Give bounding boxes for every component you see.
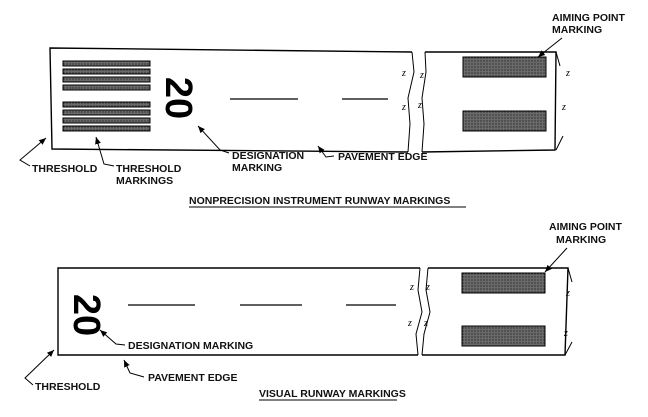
visual-runway: z z z z z z 20 AIMING POINT MARKING DESI… bbox=[24, 221, 623, 401]
nonprecision-pavement-edge-label: PAVEMENT EDGE bbox=[338, 151, 427, 163]
threshold-stripe bbox=[62, 125, 151, 132]
nonprecision-pavement-edge-leader bbox=[317, 145, 335, 158]
threshold-markings-leader bbox=[95, 136, 115, 167]
threshold-markings-label-2: MARKINGS bbox=[116, 175, 173, 187]
threshold-markings-label-1: THRESHOLD bbox=[116, 163, 182, 175]
nonprecision-designation-marking: 20 bbox=[157, 77, 199, 119]
break-symbol-9: z bbox=[407, 318, 412, 329]
nonprecision-designation-label-2: MARKING bbox=[232, 162, 282, 174]
visual-title: VISUAL RUNWAY MARKINGS bbox=[259, 388, 406, 400]
threshold-stripe bbox=[62, 76, 151, 83]
break-symbol-3: z bbox=[401, 102, 406, 113]
nonprecision-title: NONPRECISION INSTRUMENT RUNWAY MARKINGS bbox=[189, 195, 450, 207]
visual-threshold-label: THRESHOLD bbox=[35, 381, 101, 393]
visual-designation-marking: 20 bbox=[65, 294, 107, 336]
break-symbol-1: z bbox=[401, 68, 406, 79]
threshold-stripe bbox=[62, 60, 151, 67]
visual-aiming-point-label-1: AIMING POINT bbox=[549, 221, 623, 233]
nonprecision-threshold-label: THRESHOLD bbox=[32, 163, 98, 175]
break-symbol-7: z bbox=[409, 282, 414, 293]
nonprecision-pavement-outline-right bbox=[421, 51, 557, 153]
visual-designation-leader bbox=[99, 329, 126, 346]
break-symbol-10: z bbox=[423, 318, 428, 329]
nonprecision-designation-label-1: DESIGNATION bbox=[232, 150, 304, 162]
aiming-point-stripe bbox=[461, 272, 546, 294]
visual-pavement-outline-right bbox=[422, 267, 569, 356]
break-symbol-4: z bbox=[417, 100, 422, 111]
visual-pavement-outline-left bbox=[57, 267, 420, 356]
break-symbol-5: z bbox=[565, 68, 570, 79]
break-symbol-11: z bbox=[565, 288, 570, 299]
aiming-point-stripe bbox=[462, 56, 547, 78]
threshold-stripe bbox=[62, 109, 151, 116]
break-symbol-8: z bbox=[425, 282, 430, 293]
threshold-stripe bbox=[62, 68, 151, 75]
nonprecision-runway: z z z z z z 20 AIMING POINT MARKING THRE… bbox=[19, 12, 626, 208]
visual-aiming-point-leader bbox=[544, 247, 568, 273]
nonprecision-designation-leader bbox=[197, 125, 230, 154]
visual-pavement-edge-label: PAVEMENT EDGE bbox=[148, 372, 237, 384]
visual-pavement-edge-leader bbox=[123, 359, 145, 378]
visual-aiming-point-label-2: MARKING bbox=[556, 234, 606, 246]
nonprecision-aiming-point-label-1: AIMING POINT bbox=[552, 12, 626, 24]
threshold-stripe bbox=[62, 84, 151, 91]
threshold-stripe bbox=[62, 101, 151, 108]
nonprecision-pavement-outline-left bbox=[49, 47, 413, 153]
nonprecision-aiming-point-label-2: MARKING bbox=[552, 24, 602, 36]
break-symbol-12: z bbox=[563, 328, 568, 339]
break-symbol-2: z bbox=[419, 70, 424, 81]
visual-break-left bbox=[415, 267, 423, 356]
aiming-point-stripe bbox=[461, 325, 546, 347]
nonprecision-right-break bbox=[555, 51, 564, 151]
visual-designation-label: DESIGNATION MARKING bbox=[128, 340, 253, 352]
visual-threshold-leader bbox=[24, 349, 55, 386]
break-symbol-6: z bbox=[561, 102, 566, 113]
nonprecision-break-left bbox=[407, 51, 415, 153]
nonprecision-break-right bbox=[421, 51, 427, 153]
visual-right-break bbox=[564, 267, 573, 356]
threshold-stripe bbox=[62, 117, 151, 124]
visual-break-right bbox=[421, 267, 431, 356]
nonprecision-aiming-point-leader bbox=[537, 37, 563, 58]
aiming-point-stripe bbox=[462, 110, 547, 132]
nonprecision-threshold-leader bbox=[19, 137, 47, 167]
